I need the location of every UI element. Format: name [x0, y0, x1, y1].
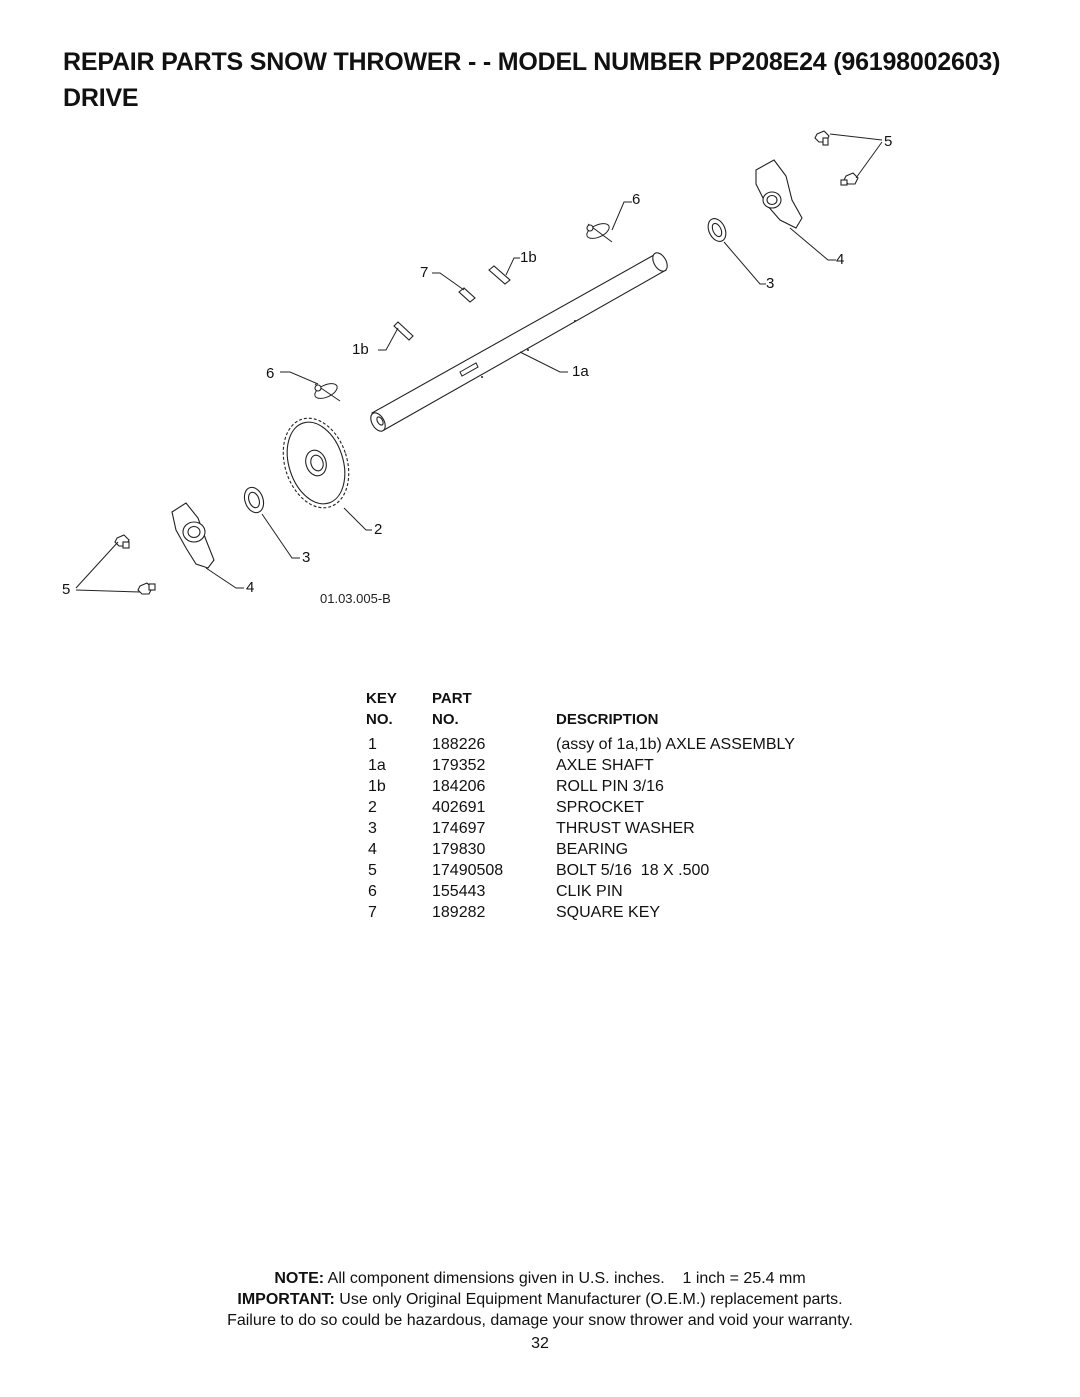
title-line-1: REPAIR PARTS SNOW THROWER - - MODEL NUMB… — [63, 48, 1001, 76]
part-cell: 188226 — [432, 736, 486, 753]
exploded-parts-diagram: 5 6 1b 7 4 3 1b 6 1a 2 3 5 4 01.03.005-B — [62, 130, 892, 606]
parts-table: KEY NO. PART NO. DESCRIPTION 1 188226 (a… — [366, 688, 886, 923]
callout-label: 6 — [266, 365, 274, 382]
axle-shaft — [370, 252, 668, 432]
table-row: 1a 179352 AXLE SHAFT — [366, 755, 886, 776]
clik-pin-upper — [586, 223, 613, 243]
title-line-2: DRIVE — [63, 84, 139, 112]
callout-label: 1a — [572, 363, 589, 380]
callout-label: 4 — [836, 251, 844, 268]
description-cell: ROLL PIN 3/16 — [556, 778, 664, 795]
important-line: IMPORTANT: Use only Original Equipment M… — [0, 1289, 1080, 1310]
page-title: REPAIR PARTS SNOW THROWER - - MODEL NUMB… — [63, 44, 1063, 116]
description-cell: SQUARE KEY — [556, 904, 661, 921]
table-row: 3 174697 THRUST WASHER — [366, 818, 886, 839]
footer-notes: NOTE: All component dimensions given in … — [0, 1268, 1080, 1354]
callout-label: 1b — [520, 249, 537, 266]
callout-labels: 5 6 1b 7 4 3 1b 6 1a 2 3 5 4 — [62, 133, 892, 598]
clik-pin-lower — [314, 383, 341, 402]
description-cell: (assy of 1a,1b) AXLE ASSEMBLY — [556, 736, 795, 753]
bolt-lower-b — [137, 582, 156, 595]
important-label: IMPORTANT: — [237, 1291, 335, 1308]
key-cell: 7 — [368, 904, 377, 921]
callout-label: 4 — [246, 579, 254, 596]
bearing-lower — [171, 502, 215, 569]
callout-label: 2 — [374, 521, 382, 538]
description-cell: SPROCKET — [556, 799, 645, 816]
key-cell: 4 — [368, 841, 377, 858]
table-row: 1b 184206 ROLL PIN 3/16 — [366, 776, 886, 797]
key-cell: 5 — [368, 862, 377, 879]
table-row: 1 188226 (assy of 1a,1b) AXLE ASSEMBLY — [366, 734, 886, 755]
key-cell: 1 — [368, 736, 377, 753]
square-key — [458, 287, 476, 303]
figure-id: 01.03.005-B — [320, 591, 391, 606]
roll-pin-lower — [393, 321, 414, 341]
description-cell: THRUST WASHER — [556, 820, 695, 837]
key-header-line1: KEY — [366, 690, 397, 707]
part-header-line1: PART — [432, 690, 472, 707]
table-row: 6 155443 CLIK PIN — [366, 881, 886, 902]
callout-label: 5 — [884, 133, 892, 150]
note-line: NOTE: All component dimensions given in … — [0, 1268, 1080, 1289]
part-header-line2: NO. — [432, 711, 459, 728]
part-cell: 402691 — [432, 799, 486, 816]
part-cell: 17490508 — [432, 862, 504, 879]
description-cell: BOLT 5/16 18 X .500 — [556, 862, 710, 879]
description-cell: AXLE SHAFT — [556, 757, 654, 774]
bolt-lower-a — [114, 534, 130, 549]
roll-pin-upper — [488, 265, 511, 285]
description-cell: BEARING — [556, 841, 629, 858]
table-row: 4 179830 BEARING — [366, 839, 886, 860]
key-cell: 1a — [368, 757, 386, 774]
callout-label: 6 — [632, 191, 640, 208]
leader-lines — [75, 133, 883, 593]
key-cell: 3 — [368, 820, 377, 837]
table-row: 7 189282 SQUARE KEY — [366, 902, 886, 923]
callout-label: 1b — [352, 341, 369, 358]
key-header-line2: NO. — [366, 711, 393, 728]
part-cell: 184206 — [432, 778, 486, 795]
note-text: All component dimensions given in U.S. i… — [324, 1270, 806, 1287]
callout-label: 5 — [62, 581, 70, 598]
thrust-washer-upper — [707, 218, 727, 242]
callout-label: 3 — [766, 275, 774, 292]
note-label: NOTE: — [274, 1270, 325, 1287]
key-cell: 6 — [368, 883, 377, 900]
warning-line: Failure to do so could be hazardous, dam… — [227, 1312, 853, 1329]
part-cell: 179830 — [432, 841, 486, 858]
description-cell: CLIK PIN — [556, 883, 623, 900]
callout-label: 7 — [420, 264, 428, 281]
bearing-upper — [755, 159, 803, 229]
description-header: DESCRIPTION — [556, 711, 659, 728]
callout-label: 3 — [302, 549, 310, 566]
table-body: 1 188226 (assy of 1a,1b) AXLE ASSEMBLY 1… — [366, 734, 886, 923]
part-cell: 155443 — [432, 883, 486, 900]
table-header: KEY NO. PART NO. DESCRIPTION — [366, 688, 886, 730]
part-cell: 174697 — [432, 820, 486, 837]
important-text: Use only Original Equipment Manufacturer… — [334, 1291, 843, 1308]
table-row: 2 402691 SPROCKET — [366, 797, 886, 818]
page-number: 32 — [531, 1335, 549, 1352]
key-cell: 1b — [368, 778, 386, 795]
part-cell: 189282 — [432, 904, 486, 921]
sprocket — [282, 417, 350, 509]
thrust-washer-lower — [243, 486, 265, 514]
key-cell: 2 — [368, 799, 377, 816]
bolt-upper-a — [814, 130, 830, 146]
part-cell: 179352 — [432, 757, 486, 774]
bolt-upper-b — [840, 172, 859, 186]
table-row: 5 17490508 BOLT 5/16 18 X .500 — [366, 860, 886, 881]
